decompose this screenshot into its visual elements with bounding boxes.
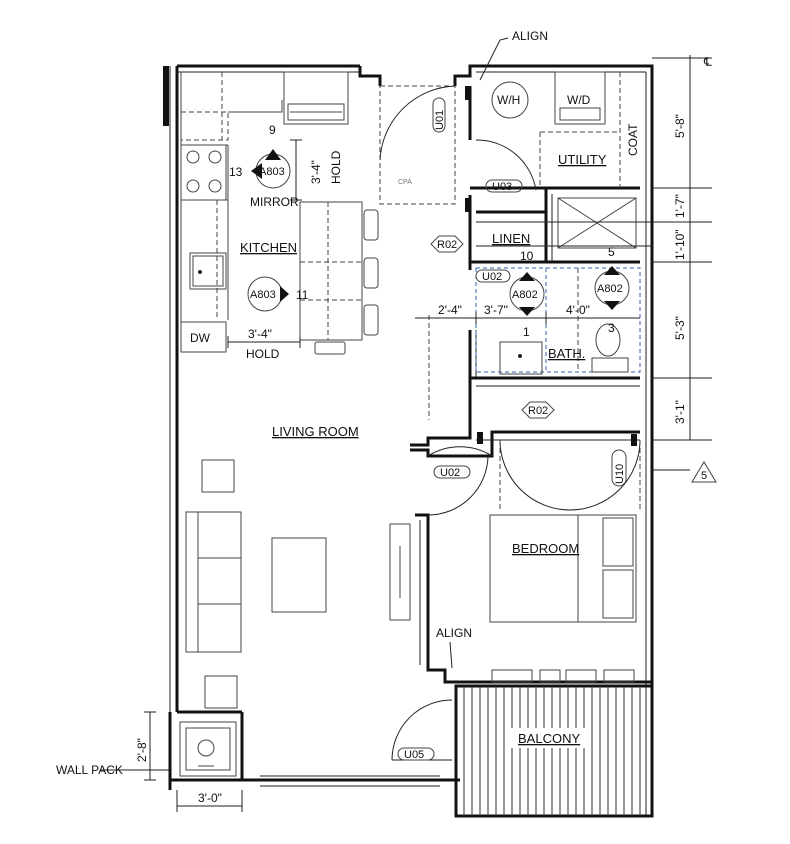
utility — [465, 71, 621, 191]
door-tag-u01: U01 — [434, 110, 446, 130]
room-label-living-room: LIVING ROOM — [272, 424, 359, 439]
dim-3-0: 3'-0" — [198, 791, 222, 805]
note-hold-vertical: HOLD — [329, 150, 343, 184]
room-label-linen: LINEN — [492, 231, 530, 246]
section-a802-right-n2: 3 — [608, 321, 615, 335]
dim-2-4: 2'-4" — [438, 303, 462, 317]
note-dw: DW — [190, 331, 211, 345]
note-align-top: ALIGN — [512, 29, 548, 43]
wall-pack — [100, 721, 237, 777]
note-hold-horizontal: HOLD — [246, 347, 280, 361]
section-marker-a802-right — [594, 266, 630, 310]
section-a802-left-n1: 10 — [520, 249, 534, 263]
room-label-bath: BATH. — [548, 346, 585, 361]
dim-4-0: 4'-0" — [566, 303, 590, 317]
section-a802-right-ref: A802 — [597, 283, 623, 295]
note-wall-pack: WALL PACK — [56, 763, 123, 777]
room-label-kitchen: KITCHEN — [240, 240, 297, 255]
dim-right-5-8: 5'-8" — [673, 114, 687, 138]
door-tag-r02-bedroom: R02 — [528, 405, 548, 417]
section-marker-a803-top — [251, 149, 291, 189]
note-align-bottom: ALIGN — [436, 626, 472, 640]
dim-right-1-10: 1'-10" — [673, 229, 687, 260]
dim-right-5-3: 5'-3" — [673, 316, 687, 340]
note-wd: W/D — [567, 93, 591, 107]
section-a802-left-n2: 1 — [523, 325, 530, 339]
door-tag-u02-bath: U02 — [482, 271, 502, 283]
note-wh: W/H — [497, 93, 520, 107]
entry-door — [379, 85, 456, 205]
note-mirror: MIRROR — [250, 195, 299, 209]
bedroom — [489, 434, 690, 683]
door-tag-u05: U05 — [404, 749, 424, 761]
dim-right-3-1: 3'-1" — [673, 400, 687, 424]
room-label-utility: UTILITY — [558, 152, 607, 167]
section-marker-a802-left — [509, 272, 545, 316]
linen-shower — [465, 197, 637, 249]
centerline-symbol: ℄ — [703, 55, 712, 69]
door-tag-r02-linen: R02 — [437, 239, 457, 251]
door-tag-shapes — [397, 97, 627, 761]
note-coat: COAT — [626, 123, 640, 156]
elevation-tag-5 — [691, 461, 717, 483]
dim-3-4-horizontal: 3'-4" — [248, 327, 272, 341]
section-marker-a803-mid — [247, 276, 289, 312]
section-a803-top-n2: 13 — [229, 165, 243, 179]
dim-right-1-7: 1'-7" — [673, 194, 687, 218]
section-a803-top-ref: A803 — [259, 166, 285, 178]
door-tag-u10: U10 — [614, 464, 626, 484]
section-a803-top-n1: 9 — [269, 123, 276, 137]
dimension-lines — [144, 37, 712, 812]
section-a803-mid-ref: A803 — [250, 289, 276, 301]
room-label-bedroom: BEDROOM — [512, 541, 579, 556]
note-cpa: CPA — [398, 179, 412, 186]
living-room — [185, 315, 493, 709]
dim-3-4-vertical: 3'-4" — [309, 160, 323, 184]
section-a802-left-ref: A802 — [512, 289, 538, 301]
room-label-balcony: BALCONY — [518, 731, 580, 746]
kitchen — [180, 71, 379, 355]
elevation-tag-number: 5 — [701, 470, 707, 482]
door-tag-u02-bedroom: U02 — [440, 467, 460, 479]
dim-3-7: 3'-7" — [484, 303, 508, 317]
door-tag-u03: U03 — [492, 181, 512, 193]
section-a802-right-n1: 5 — [608, 245, 615, 259]
dim-2-8: 2'-8" — [135, 738, 149, 762]
section-a803-mid-n: 11 — [296, 288, 309, 302]
balcony — [391, 684, 654, 818]
